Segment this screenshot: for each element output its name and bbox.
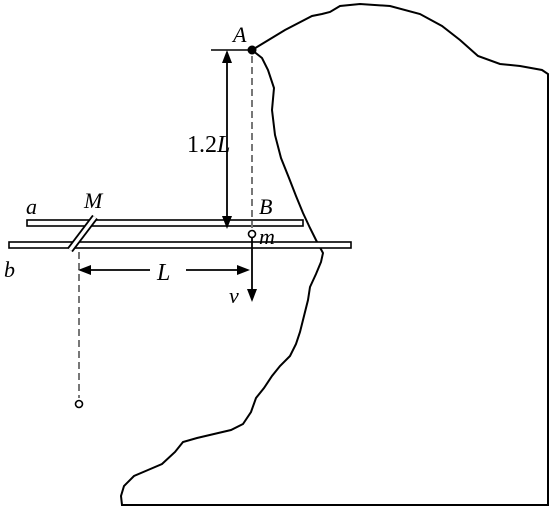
height-dimension-arrow	[222, 50, 232, 229]
lower-ring	[74, 399, 84, 409]
label-height: 1.2L	[187, 132, 230, 158]
rod-m	[67, 214, 98, 253]
label-height-unit: L	[216, 132, 230, 158]
label-distance: L	[156, 260, 170, 286]
label-velocity: v	[229, 283, 239, 308]
label-point-b: B	[259, 194, 272, 219]
mass-m	[247, 229, 257, 239]
velocity-arrow	[247, 238, 257, 302]
distance-dimension-arrow	[78, 265, 250, 275]
rail-b	[8, 241, 352, 249]
label-rail-b: b	[4, 257, 15, 282]
cliff-outline	[119, 2, 549, 506]
point-a-dot	[247, 45, 257, 55]
label-rod-m: M	[83, 188, 104, 213]
rail-a	[26, 219, 304, 227]
label-mass: m	[259, 224, 275, 249]
label-point-a: A	[231, 22, 247, 47]
label-rail-a: a	[26, 194, 37, 219]
label-height-coef: 1.2	[187, 132, 217, 158]
